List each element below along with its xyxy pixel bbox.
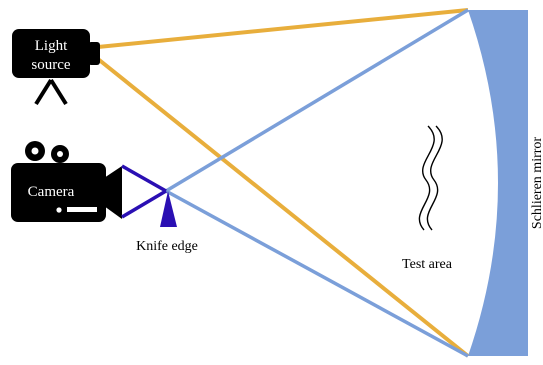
light-source-icon: Light source — [12, 29, 100, 106]
airflow-wave-right — [426, 125, 443, 231]
camera-reel-right-hub — [57, 151, 63, 157]
camera-slot — [67, 207, 97, 212]
schlieren-mirror — [468, 10, 528, 356]
airflow-wave-left — [418, 125, 435, 231]
test-area-label: Test area — [402, 257, 453, 272]
airflow-wave-icon — [418, 125, 443, 231]
incoming-beam-bottom — [96, 57, 470, 358]
knife-edge-icon — [121, 164, 177, 227]
knife-edge-lower-arm — [121, 189, 167, 219]
camera-reel-left-hub — [31, 147, 39, 155]
light-source-body — [12, 29, 90, 78]
reflected-beam-top — [165, 8, 469, 193]
camera-lens — [104, 166, 122, 219]
knife-edge-upper-arm — [121, 164, 167, 193]
reflected-beams — [165, 8, 469, 358]
light-source-stand-left — [34, 78, 53, 106]
light-source-stand-right — [49, 78, 68, 106]
incoming-beams — [96, 8, 470, 358]
incoming-beam-top — [97, 8, 469, 49]
light-source-label-line1: Light — [35, 38, 68, 54]
knife-edge-blade — [160, 191, 177, 227]
camera-label: Camera — [28, 184, 75, 200]
light-source-label-line2: source — [31, 57, 70, 73]
light-source-lens — [88, 42, 100, 65]
schlieren-mirror-label: Schlieren mirror — [530, 137, 543, 229]
reflected-beam-bottom — [165, 189, 469, 358]
camera-icon: Camera — [11, 141, 122, 222]
knife-edge-label: Knife edge — [136, 239, 198, 254]
camera-dot — [56, 207, 62, 213]
